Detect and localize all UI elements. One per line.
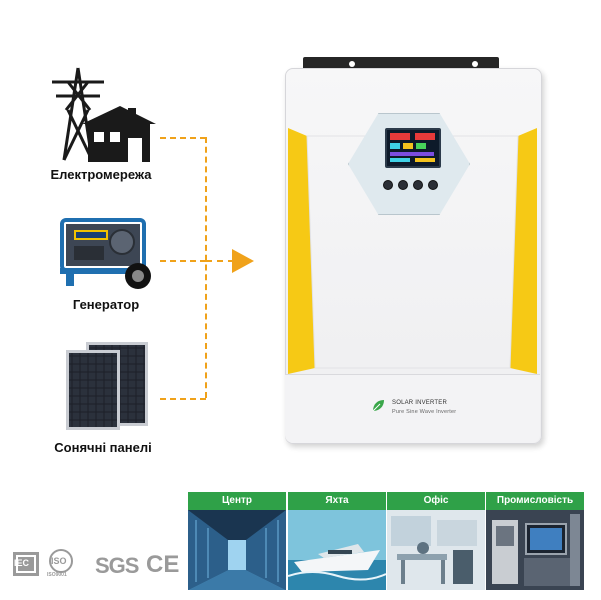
connector-solar xyxy=(160,398,206,400)
inverter-yellow-accent xyxy=(288,128,537,374)
industry-icon xyxy=(486,510,584,590)
connector-grid xyxy=(160,137,206,139)
solar-panel-icon xyxy=(66,342,148,430)
cert-iec-text: IEC xyxy=(14,558,30,568)
source-label-solar: Сонячні панелі xyxy=(54,440,152,455)
inverter-button-3[interactable] xyxy=(413,180,423,190)
yacht-icon xyxy=(288,510,386,590)
generator-icon xyxy=(60,218,151,289)
app-tile-office: Офіс xyxy=(387,492,485,590)
inverter-button-2[interactable] xyxy=(398,180,408,190)
mount-hole-icon xyxy=(349,61,355,67)
app-tile-label: Яхта xyxy=(288,492,386,510)
lcd-display xyxy=(385,128,441,168)
inverter-brand: SOLAR INVERTER xyxy=(392,400,448,406)
inverter-button-1[interactable] xyxy=(383,180,393,190)
app-tile-yacht: Яхта xyxy=(288,492,386,590)
source-label-grid: Електромережа xyxy=(50,167,152,182)
leaf-logo-icon xyxy=(372,400,384,412)
arrow-right-icon xyxy=(232,249,254,273)
inverter-bottom-panel xyxy=(285,374,540,443)
connector-generator xyxy=(160,260,206,262)
lcd-readout-icon xyxy=(390,133,435,162)
app-tile-label: Офіс xyxy=(387,492,485,510)
inverter-mount-bracket xyxy=(303,57,499,71)
power-grid-house-icon xyxy=(52,67,156,162)
iso-logo-icon xyxy=(49,549,73,573)
cert-ce: CE xyxy=(146,551,180,578)
inverter-subtitle: Pure Sine Wave Inverter xyxy=(392,409,457,415)
app-tile-center: Центр xyxy=(188,492,286,590)
connector-to-inverter xyxy=(206,260,234,262)
iec-logo-icon xyxy=(13,552,39,576)
inverter-button-4[interactable] xyxy=(428,180,438,190)
cert-iso-sub: ISO9001 xyxy=(47,572,67,578)
mount-hole-icon xyxy=(472,61,478,67)
connector-vertical xyxy=(205,137,207,398)
office-icon xyxy=(387,510,485,590)
cert-iso-text: ISO xyxy=(51,556,67,566)
cert-sgs: SGS xyxy=(95,553,139,578)
source-label-generator: Генератор xyxy=(72,297,140,312)
app-tile-label: Центр xyxy=(188,492,286,510)
app-tile-label: Промисловість xyxy=(486,492,584,510)
app-tile-industry: Промисловість xyxy=(486,492,584,590)
data-center-icon xyxy=(188,510,286,590)
